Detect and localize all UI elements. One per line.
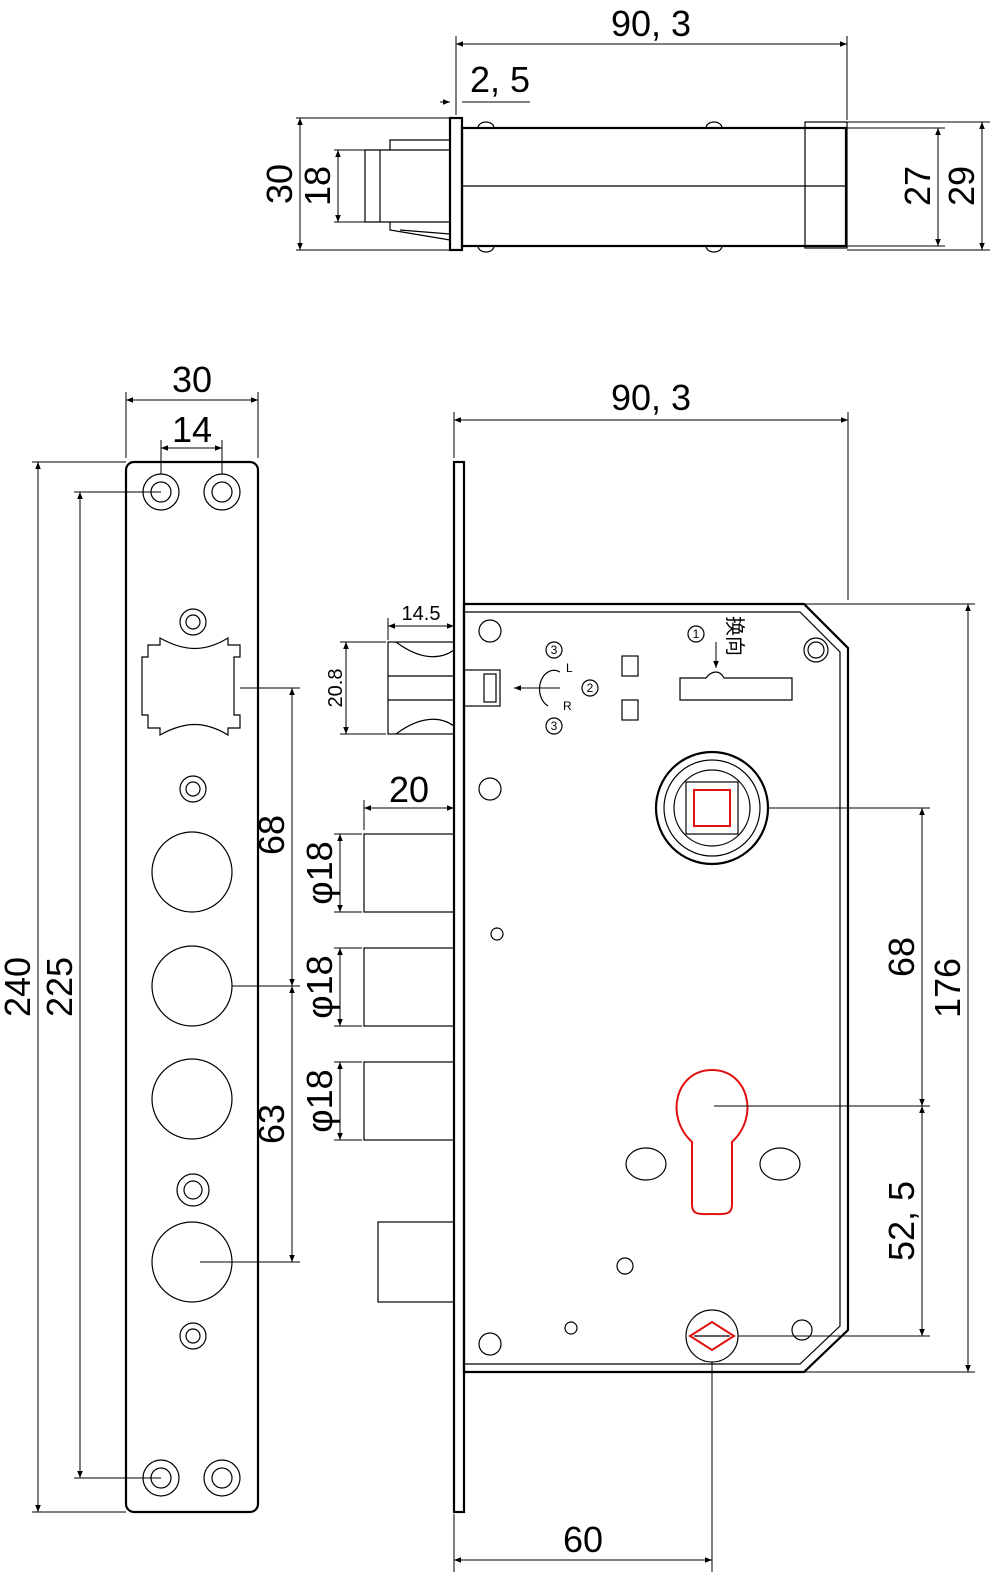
- rotation-right-label: R: [563, 699, 572, 713]
- body-width-label: 90, 3: [611, 377, 691, 418]
- backset-label: 60: [563, 1519, 603, 1560]
- top-dim-faceplate: 2, 5: [440, 59, 530, 105]
- top-latch: [364, 139, 451, 241]
- faceplate-hole-distance-label: 225: [39, 957, 80, 1017]
- top-body-label: 27: [897, 166, 938, 206]
- faceplate-outline: [124, 460, 260, 1514]
- faceplate-dim-centers: 68 63: [200, 687, 300, 1263]
- rotation-left-label: L: [566, 661, 573, 675]
- top-faceplate: [448, 116, 464, 252]
- top-lock-body: [460, 121, 848, 253]
- spindle-hub: [654, 750, 770, 866]
- faceplate-63-label: 63: [251, 1104, 292, 1144]
- step-3b-label: 3: [551, 719, 558, 733]
- case-holes: [478, 619, 829, 1356]
- faceplate-dim-length: 240 225: [0, 461, 161, 1513]
- body-dim-width: 90, 3: [453, 377, 849, 600]
- handing-indicator: L R 3 2 3: [514, 641, 599, 735]
- step-3a-label: 3: [551, 643, 558, 657]
- body-dim-right: 68 52, 5 176: [714, 603, 975, 1373]
- body-faceplate-edge: [452, 460, 466, 1514]
- faceplate-bolt-openings: [151, 831, 233, 1303]
- lock-case: [462, 602, 850, 1374]
- handing-switch: 1 换向: [621, 616, 793, 721]
- top-dim-body: 27 29: [847, 121, 990, 251]
- top-view: 90, 3 2, 5 30 18 27 29: [259, 3, 990, 253]
- latch-height-label: 20.8: [325, 669, 347, 708]
- step-1-label: 1: [693, 627, 700, 641]
- body-dim-backset: 60: [453, 1362, 713, 1572]
- handing-label: 换向: [723, 616, 746, 656]
- deadbolts: [363, 833, 455, 1303]
- deadbolt-dims: 20 φ18 φ18 φ18: [299, 769, 455, 1141]
- latch-bolt: [387, 641, 501, 735]
- faceplate-screw-holes: [142, 473, 241, 1497]
- spindle-square-highlight: [693, 789, 731, 827]
- case-height-label: 176: [927, 958, 968, 1018]
- body-view: 14.5 20.8 L R 3 2 3 1 换向: [299, 377, 975, 1572]
- bolt-diameter-2-label: φ18: [299, 955, 340, 1018]
- faceplate-latch-opening: [141, 636, 241, 737]
- top-dim-length: 90, 3: [455, 3, 848, 120]
- cylinder-keyhole: [675, 1068, 749, 1216]
- step-2-label: 2: [587, 681, 594, 695]
- top-body-outer-label: 29: [941, 166, 982, 206]
- faceplate-68-label: 68: [251, 815, 292, 855]
- latch-dims: 14.5 20.8: [325, 603, 455, 735]
- spindle-cylinder-label: 68: [881, 937, 922, 977]
- faceplate-hole-spacing-label: 14: [172, 409, 212, 450]
- top-length-label: 90, 3: [611, 3, 691, 44]
- bolt-diameter-3-label: φ18: [299, 1069, 340, 1132]
- faceplate-dim-width: 30 14: [125, 359, 259, 474]
- cylinder-bottom-label: 52, 5: [881, 1181, 922, 1261]
- bolt-diameter-1-label: φ18: [299, 841, 340, 904]
- bolt-projection-label: 20: [389, 769, 429, 810]
- top-latch-height-label: 18: [297, 166, 338, 206]
- faceplate-view: 30 14 240 225 68 63: [0, 359, 300, 1514]
- top-faceplate-label: 2, 5: [470, 59, 530, 100]
- top-dim-height: 30 18: [259, 117, 450, 251]
- latch-width-label: 14.5: [402, 603, 441, 625]
- faceplate-width-label: 30: [172, 359, 212, 400]
- top-height-label: 30: [259, 164, 300, 204]
- lower-cam: [685, 1309, 739, 1363]
- faceplate-length-label: 240: [0, 957, 38, 1017]
